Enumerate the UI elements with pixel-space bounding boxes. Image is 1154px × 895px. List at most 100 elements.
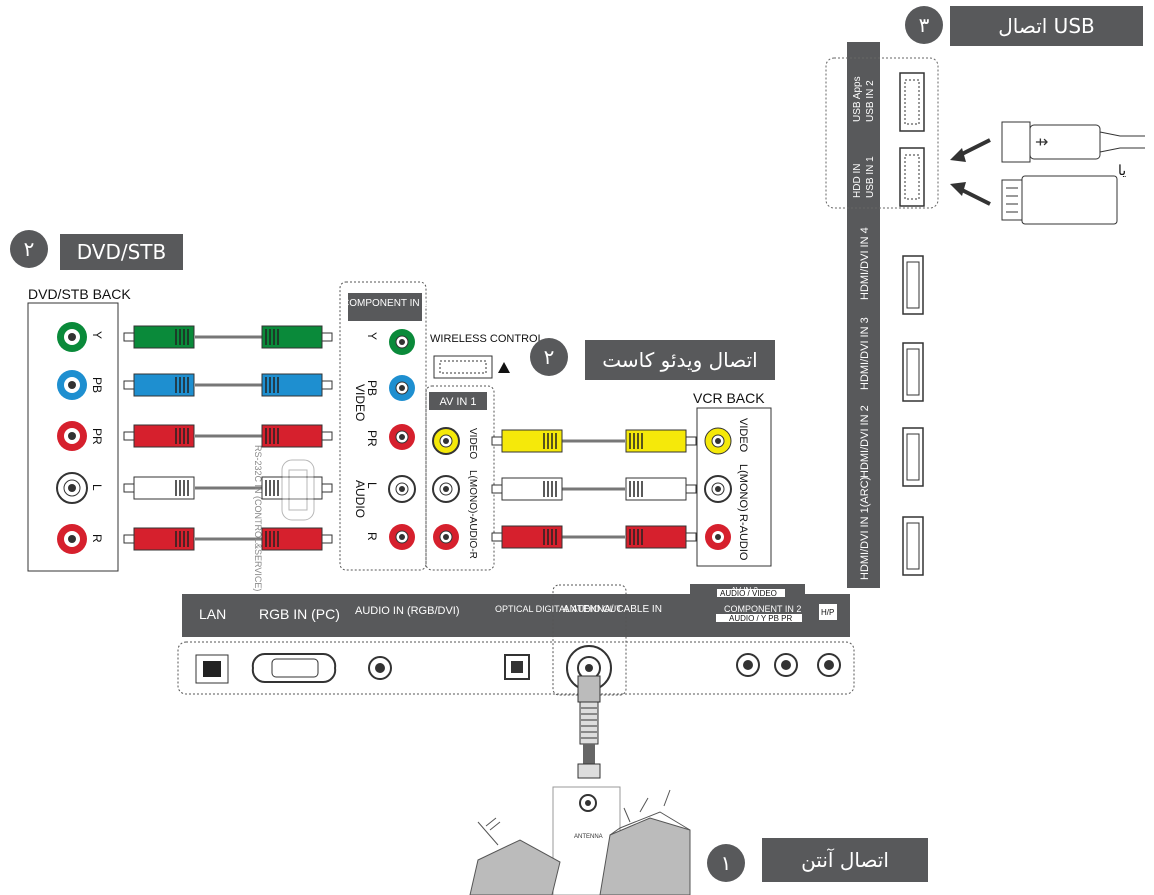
usb-dotted-box: [825, 57, 939, 209]
component-in2-label: COMPONENT IN 2: [724, 604, 801, 614]
dvd-plug-right-l: [261, 476, 333, 500]
dvd-jack-label-pb: PB: [90, 377, 104, 393]
hdmi-label-3: HDMI/DVI IN 3: [859, 317, 871, 390]
vcr-title-banner: اتصال ویدئو کاست: [585, 340, 775, 380]
vcr-cables: [491, 429, 697, 549]
dvd-jack-pb: [57, 370, 87, 400]
component-label-audio: AUDIO: [353, 480, 367, 518]
component-in-label: COMPONENT IN 1: [342, 298, 428, 309]
usb-label-1: HDD IN: [852, 164, 863, 198]
wireless-label: WIRELESS CONTROL: [430, 333, 544, 345]
wireless-arrow-icon: [498, 362, 510, 373]
usb-label-2b: USB IN 2: [865, 80, 876, 122]
audio-in-label: AUDIO IN (RGB/DVI): [355, 605, 460, 617]
antenna-dotted-box: [552, 584, 627, 696]
usb-label-2: USB Apps: [852, 76, 863, 122]
usb-port-1: [899, 147, 925, 207]
hdmi-port-1: [902, 516, 924, 576]
optical-label: OPTICAL DIGITAL AUDIO OUT: [495, 604, 622, 614]
or-text: یا: [1118, 162, 1126, 178]
lan-port: [195, 654, 229, 684]
component-in2-sub: AUDIO / Y PB PR: [729, 614, 793, 623]
rs232-label: RS-232C IN (CONTROL&SERVICE): [253, 445, 263, 591]
av-label-video: VIDEO: [467, 428, 478, 459]
vcr-jack-l: [704, 475, 732, 503]
dvd-back-label: DVD/STB BACK: [28, 286, 131, 302]
dvd-plug-left-y: [123, 325, 195, 349]
av-jacks: VIDEO L(MONO)-AUDIO-R: [432, 427, 478, 559]
wireless-port: [433, 355, 493, 379]
component-header: [348, 293, 422, 321]
av-dotted-box: [425, 385, 495, 571]
dvd-plug-left-pr: [123, 424, 195, 448]
rs232-port: [281, 459, 315, 521]
dvd-plug-left-pb: [123, 373, 195, 397]
dvd-jack-label-pr: PR: [90, 428, 104, 445]
antenna-in-label: ANTENNA/ CABLE IN: [563, 604, 662, 615]
dvd-plug-right-r: [261, 527, 333, 551]
vcr-plug-left-l: [491, 477, 563, 501]
component-label-2: PB: [365, 380, 379, 396]
component-jack-1: [389, 329, 415, 355]
av-jack-3: [433, 524, 459, 550]
building-tower-icon: [599, 789, 691, 895]
antenna-cable: [577, 675, 601, 779]
dvd-jack-label-l: L: [90, 484, 104, 491]
component-dotted-box: [339, 281, 427, 571]
vcr-jack-label-l: L(MONO): [737, 464, 749, 512]
vcr-plug-right-r: [625, 525, 697, 549]
hp-jack: [817, 653, 841, 677]
component-jack-3: [389, 424, 415, 450]
antenna-title-banner: اتصال آنتن: [762, 838, 928, 882]
vcr-jack-r: [705, 524, 731, 550]
vcr-plug-left-video: [491, 429, 563, 453]
av-header: [429, 392, 487, 410]
hdmi-label-2: HDMI/DVI IN 2: [859, 405, 871, 478]
usb-plug-icon: ⇸: [1001, 121, 1145, 163]
bottom-dotted-box: [177, 641, 855, 695]
bottom-panel: [182, 584, 850, 637]
usb-port-2: [899, 72, 925, 132]
audio-in-port: [368, 656, 392, 680]
component-label-4: L: [365, 482, 379, 489]
component-label-3: PR: [365, 430, 379, 447]
hdmi-port-4: [902, 255, 924, 315]
av-jack-1: [432, 427, 460, 455]
av-in2-sub: AUDIO / VIDEO: [720, 589, 777, 598]
component-jack-2: [389, 375, 415, 401]
usb-number-badge: ۳: [905, 6, 943, 44]
vcr-jack-label-r: R-AUDIO: [737, 514, 749, 561]
vcr-plug-right-l: [625, 477, 697, 501]
dvd-jack-pr: [57, 421, 87, 451]
svg-text:⇸: ⇸: [1035, 134, 1048, 151]
hdmi-port-3: [902, 342, 924, 402]
vcr-jack-label-video: VIDEO: [737, 418, 749, 453]
building-house-icon: [469, 817, 561, 895]
dvd-plug-left-l: [123, 476, 195, 500]
usb-label-1b: USB IN 1: [865, 156, 876, 198]
av-label-audio: L(MONO)-AUDIO-R: [467, 470, 478, 559]
rgb-port: [251, 652, 337, 684]
dvd-jack-label-y: Y: [90, 331, 104, 339]
dvd-cables: [123, 325, 333, 551]
optical-port: [504, 654, 530, 680]
antenna-box-label: ANTENNA: [574, 834, 603, 840]
hdmi-label-4: HDMI/DVI IN 4: [859, 227, 871, 300]
usb-title-banner: اتصال USB: [950, 6, 1143, 46]
hdmi-label-1: HDMI/DVI IN 1(ARC): [859, 477, 871, 580]
dvd-plug-right-pr: [261, 424, 333, 448]
dvd-plug-right-pb: [261, 373, 333, 397]
av-in2-jack-2: [774, 653, 798, 677]
dvd-jack-l: [56, 472, 88, 504]
component-label-1: Y: [365, 332, 379, 340]
rgb-label: RGB IN (PC): [259, 606, 340, 622]
component-label-video: VIDEO: [353, 384, 367, 421]
dvd-number-badge: ۲: [10, 230, 48, 268]
dvd-jack-label-r: R: [90, 534, 104, 543]
dvd-jack-r: [57, 524, 87, 554]
vcr-plug-left-r: [491, 525, 563, 549]
av-in2-label: AV IN 2: [731, 586, 759, 595]
side-panel: [847, 42, 880, 588]
